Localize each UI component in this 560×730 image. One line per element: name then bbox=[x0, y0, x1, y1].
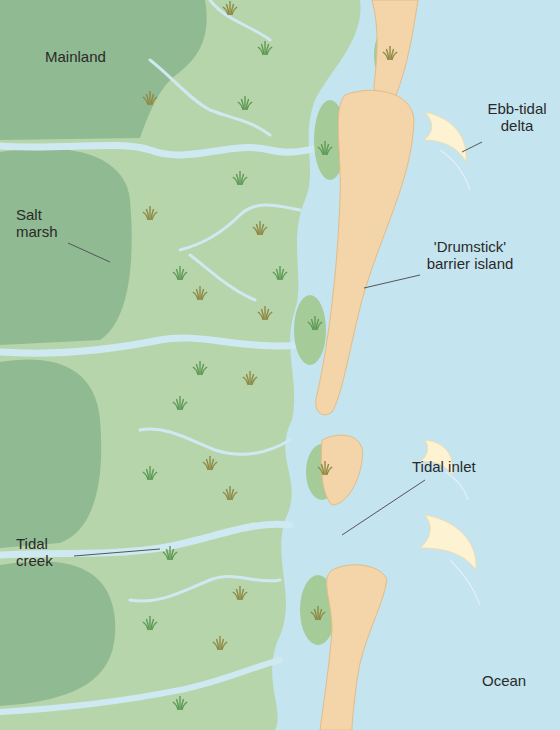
grass-stroke bbox=[219, 636, 220, 650]
tidal-creek-label: Tidal creek bbox=[16, 535, 72, 570]
grass-stroke bbox=[179, 266, 180, 280]
grass-stroke bbox=[149, 91, 150, 105]
grass-stroke bbox=[259, 221, 260, 235]
grass-stroke bbox=[212, 462, 217, 470]
grass-tufts bbox=[143, 1, 397, 710]
grass-stroke bbox=[239, 586, 240, 600]
grass-stroke bbox=[152, 97, 157, 105]
grass-stroke bbox=[321, 144, 324, 155]
grass-stroke bbox=[166, 549, 169, 560]
grass-stroke bbox=[169, 546, 170, 560]
grass-stroke bbox=[216, 639, 219, 650]
grass-stroke bbox=[196, 364, 199, 375]
grass-stroke bbox=[252, 377, 257, 385]
grass-stroke bbox=[242, 592, 247, 600]
ocean-label: Ocean bbox=[482, 672, 526, 689]
grass-stroke bbox=[182, 402, 187, 410]
grass-stroke bbox=[229, 1, 230, 15]
grass-stroke bbox=[386, 49, 389, 60]
grass-stroke bbox=[179, 696, 180, 710]
salt-marsh bbox=[0, 0, 360, 730]
grass-stroke bbox=[389, 46, 390, 60]
grass-stroke bbox=[232, 492, 237, 500]
swash-lines bbox=[440, 150, 480, 605]
grass-stroke bbox=[152, 472, 157, 480]
grass-stroke bbox=[264, 306, 265, 320]
grass-stroke bbox=[324, 141, 325, 155]
grass-stroke bbox=[176, 699, 179, 710]
grass-stroke bbox=[314, 316, 315, 330]
grass-stroke bbox=[176, 399, 179, 410]
grass-stroke bbox=[249, 371, 250, 385]
grass-stroke bbox=[244, 96, 245, 110]
grass-stroke bbox=[321, 464, 324, 475]
grass-stroke bbox=[261, 44, 264, 55]
grass-stroke bbox=[146, 94, 149, 105]
grass-stroke bbox=[311, 319, 314, 330]
grass-stroke bbox=[276, 269, 279, 280]
grass-stroke bbox=[314, 609, 317, 620]
grass-stroke bbox=[149, 466, 150, 480]
mainland-label: Mainland bbox=[45, 48, 106, 65]
grass-stroke bbox=[267, 312, 272, 320]
grass-stroke bbox=[236, 174, 239, 185]
grass-stroke bbox=[152, 622, 157, 630]
grass-stroke bbox=[202, 292, 207, 300]
grass-stroke bbox=[226, 489, 229, 500]
grass-stroke bbox=[199, 361, 200, 375]
grass-stroke bbox=[324, 461, 325, 475]
tidal-creeks bbox=[0, 0, 320, 712]
grass-stroke bbox=[392, 52, 397, 60]
grass-stroke bbox=[282, 272, 287, 280]
grass-stroke bbox=[327, 147, 332, 155]
grass-stroke bbox=[176, 269, 179, 280]
grass-stroke bbox=[246, 374, 249, 385]
grass-stroke bbox=[327, 467, 332, 475]
grass-stroke bbox=[267, 47, 272, 55]
grass-stroke bbox=[146, 619, 149, 630]
barrier-islands bbox=[316, 0, 418, 730]
grass-stroke bbox=[146, 209, 149, 220]
tidal-inlet-label: Tidal inlet bbox=[412, 458, 476, 475]
grass-stroke bbox=[247, 102, 252, 110]
grass-stroke bbox=[320, 612, 325, 620]
grass-stroke bbox=[241, 99, 244, 110]
grass-stroke bbox=[199, 286, 200, 300]
grass-stroke bbox=[317, 606, 318, 620]
grass-stroke bbox=[196, 289, 199, 300]
grass-stroke bbox=[209, 456, 210, 470]
grass-stroke bbox=[149, 206, 150, 220]
grass-stroke bbox=[242, 177, 247, 185]
grass-stroke bbox=[172, 552, 177, 560]
grass-stroke bbox=[236, 589, 239, 600]
grass-stroke bbox=[256, 224, 259, 235]
grass-stroke bbox=[182, 272, 187, 280]
grass-stroke bbox=[179, 396, 180, 410]
grass-stroke bbox=[146, 469, 149, 480]
grass-stroke bbox=[226, 4, 229, 15]
grass-stroke bbox=[202, 367, 207, 375]
grass-stroke bbox=[229, 486, 230, 500]
grass-stroke bbox=[317, 322, 322, 330]
grass-stroke bbox=[222, 642, 227, 650]
grass-stroke bbox=[182, 702, 187, 710]
grass-stroke bbox=[264, 41, 265, 55]
grass-stroke bbox=[232, 7, 237, 15]
salt-marsh-label: Salt marsh bbox=[16, 206, 72, 241]
leader-lines bbox=[68, 142, 482, 556]
grass-stroke bbox=[149, 616, 150, 630]
grass-stroke bbox=[239, 171, 240, 185]
barrier-island-label: 'Drumstick' barrier island bbox=[420, 238, 520, 273]
ebb-tidal-delta-label: Ebb-tidal delta bbox=[480, 100, 554, 135]
ebb-tidal-deltas bbox=[420, 112, 476, 570]
grass-stroke bbox=[261, 309, 264, 320]
grass-stroke bbox=[206, 459, 209, 470]
grass-stroke bbox=[262, 227, 267, 235]
grass-stroke bbox=[279, 266, 280, 280]
grass-stroke bbox=[152, 212, 157, 220]
